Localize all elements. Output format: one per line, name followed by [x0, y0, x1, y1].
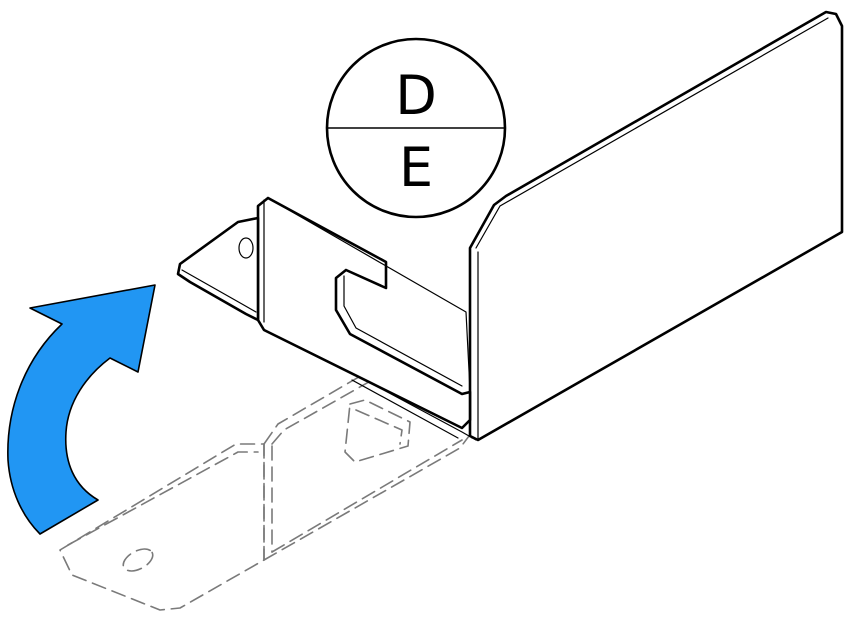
ghost-hole: [122, 548, 154, 572]
callout-top-letter: D: [395, 64, 437, 127]
bend-seam: [349, 371, 477, 441]
detail-callout: D E: [325, 37, 507, 219]
bracket-flange: [176, 216, 260, 322]
bracket-back-wall: [468, 10, 844, 442]
callout-bottom-letter: E: [399, 136, 433, 199]
fold-arrow-icon: [7, 284, 156, 535]
bracket-side-plate: [256, 196, 472, 430]
flange-hole: [238, 237, 254, 259]
